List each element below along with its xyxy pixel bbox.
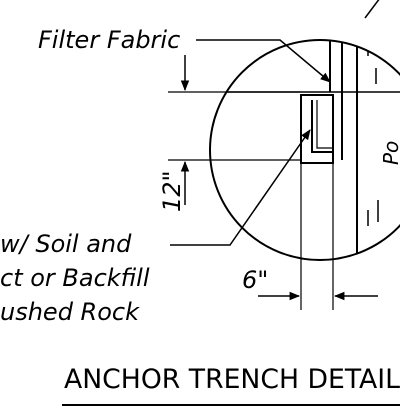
fill-label-line3: ushed Rock (0, 298, 140, 326)
detail-title: ANCHOR TRENCH DETAIL (64, 364, 400, 395)
fill-leader (170, 129, 311, 246)
fabric-fold (311, 100, 334, 153)
filter-fabric-label: Filter Fabric (38, 26, 180, 54)
width-dimension-label: 6" (242, 266, 268, 294)
detail-circle (209, 39, 400, 261)
post-leader-line (364, 0, 380, 19)
filter-fabric-leader (196, 39, 331, 83)
depth-dimension-label: 12" (158, 170, 186, 212)
fabric-fold-inner (316, 100, 334, 149)
fill-label-line1: w/ Soil and (0, 230, 132, 258)
fill-label-line2: ct or Backfill (0, 264, 150, 292)
edge-fragment-label: Po (379, 141, 400, 165)
